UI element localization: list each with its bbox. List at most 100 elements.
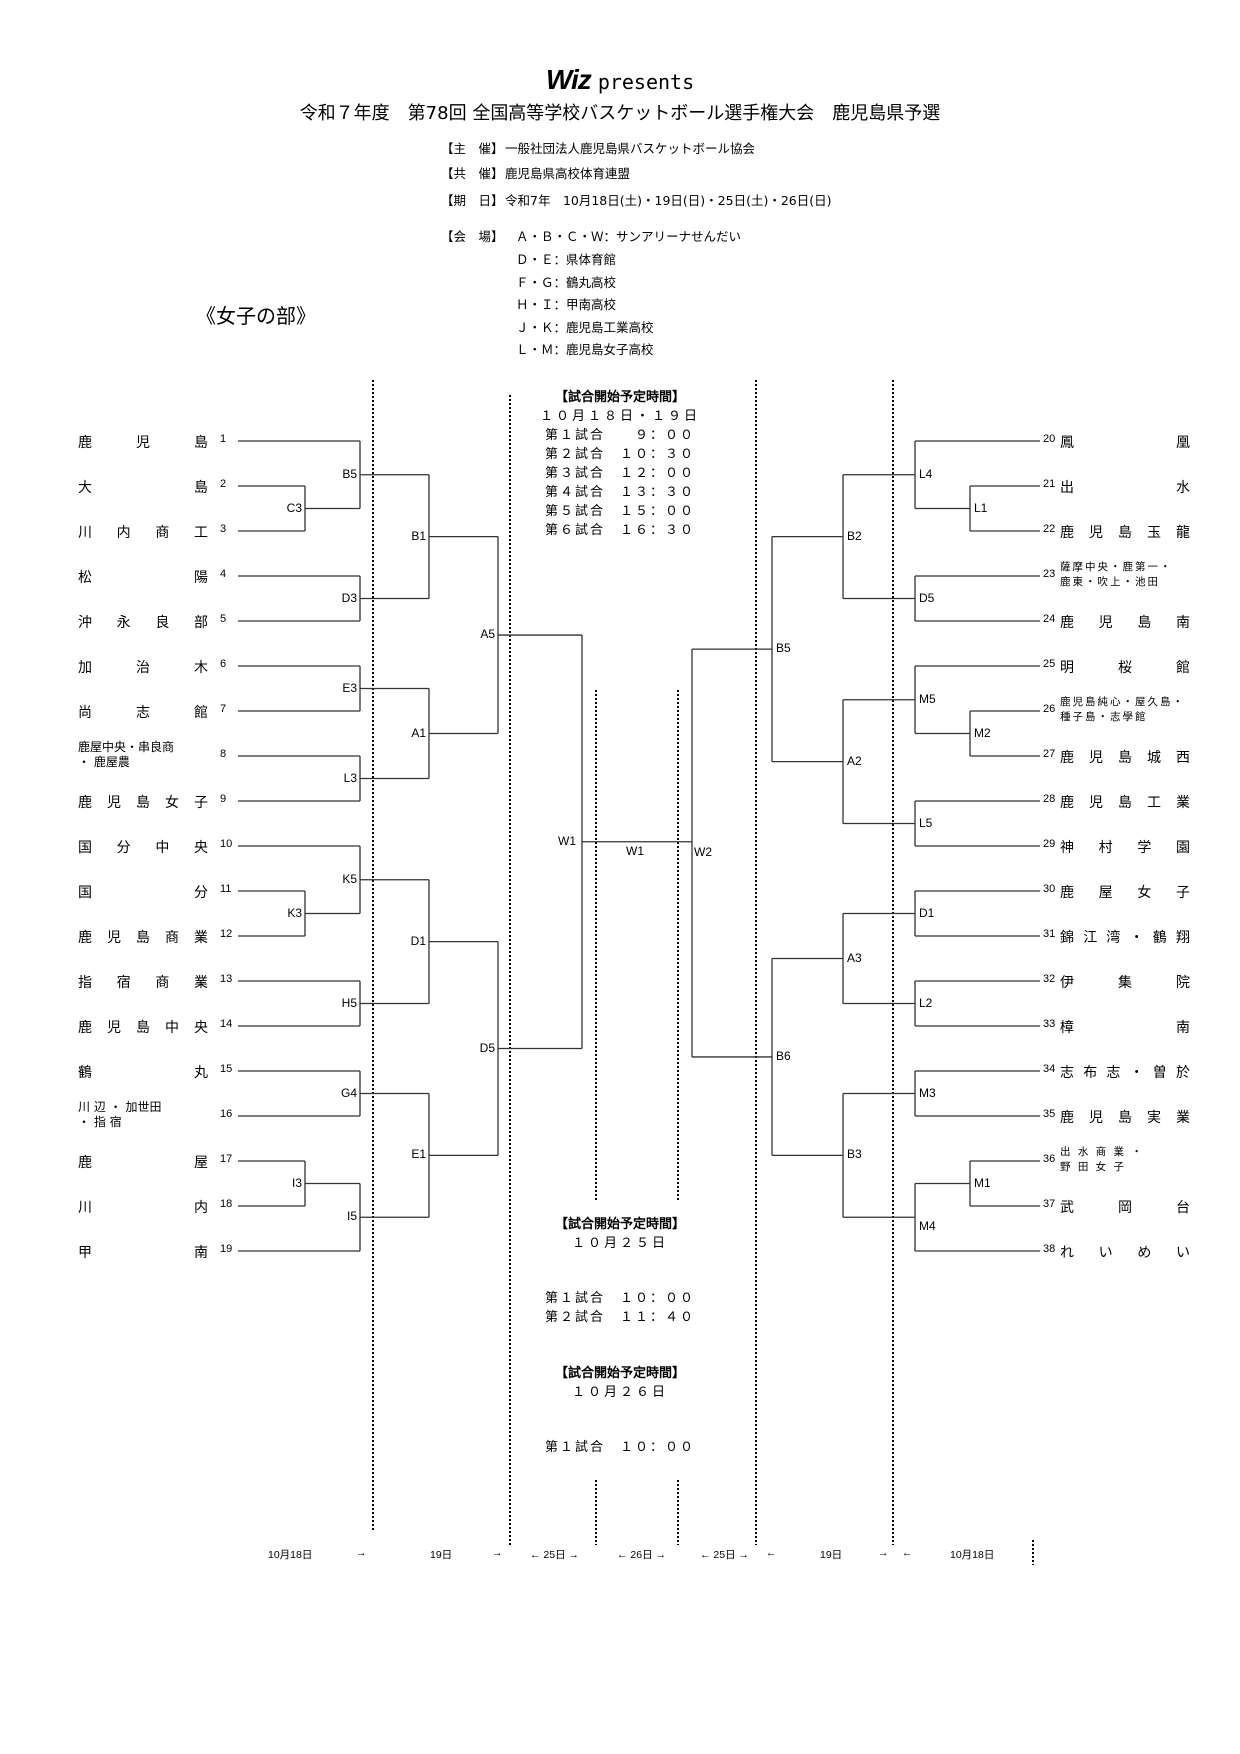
info-value: 令和7年 10月18日(土)・19日(日)・25日(土)・26日(日) xyxy=(505,193,832,208)
team-name: 川 辺 ・ 加世田・ 指 宿 xyxy=(78,1100,208,1130)
team-name-char: 国 xyxy=(78,885,92,901)
team-name-char: 鹿 xyxy=(78,1155,92,1171)
team-name-char: 大 xyxy=(78,480,92,496)
team-name-char: 集 xyxy=(1118,975,1132,991)
team-name-char: 業 xyxy=(194,930,208,946)
team-name-char: 児 xyxy=(1098,615,1113,631)
team-name-char: 鳳 xyxy=(1060,435,1074,451)
schedule-date: １０月２５日 xyxy=(571,1236,668,1251)
footer-day-label: ← 25日 → xyxy=(700,1549,750,1561)
team-seed: 25 xyxy=(1043,658,1056,670)
brand-presents: presents xyxy=(597,70,695,94)
team-name-char: い xyxy=(1098,1245,1113,1261)
info-venues: 【会 場】 xyxy=(441,226,505,245)
schedule-game: 第１試合 xyxy=(544,1440,605,1455)
team-name-char: 南 xyxy=(1176,1020,1190,1036)
team-seed: 10 xyxy=(220,838,233,850)
team-name-char: 屋 xyxy=(194,1155,208,1171)
footer-day-label: → xyxy=(356,1547,367,1559)
schedule-time: １１：４０ xyxy=(605,1310,696,1325)
team-name-char: ・ xyxy=(1129,930,1144,946)
match-label-m5: M5 xyxy=(919,691,936,706)
match-label-b5l: B5 xyxy=(342,466,357,481)
team-name-char: 島 xyxy=(136,930,150,946)
info-key: 【会 場】 xyxy=(441,229,504,244)
team-seed: 34 xyxy=(1043,1063,1056,1075)
team-name-char: 於 xyxy=(1175,1065,1190,1081)
team-name-char: 鹿 xyxy=(1060,885,1074,901)
schedule-time: １３：３０ xyxy=(605,485,696,500)
schedule-row: 第２試合 １１：４０ xyxy=(540,1306,700,1325)
team-name: 神村学園 xyxy=(1060,837,1190,857)
team-name-char: 翔 xyxy=(1175,930,1190,946)
team-name-char: れ xyxy=(1060,1245,1074,1261)
team-name: 尚志館 xyxy=(78,702,208,722)
footer-day-label: ← xyxy=(766,1547,777,1559)
team-name-char: 鹿 xyxy=(1060,795,1074,811)
schedule-time: １０：００ xyxy=(605,1291,696,1306)
team-name-char: 宿 xyxy=(116,975,131,991)
schedule-time: １２：００ xyxy=(605,466,696,481)
team-name: 鳳凰 xyxy=(1060,432,1190,452)
team-name-char: 甲 xyxy=(78,1245,92,1261)
footer-day-label: 10月18日 xyxy=(268,1549,313,1561)
team-seed: 12 xyxy=(220,928,233,940)
match-label-d5l: D5 xyxy=(479,1040,495,1055)
team-name-char: 島 xyxy=(136,1020,150,1036)
team-name: 鶴丸 xyxy=(78,1062,208,1082)
team-seed: 35 xyxy=(1043,1108,1056,1120)
footer-day-label: ← 26日 → xyxy=(617,1549,667,1561)
schedule-game: 第２試合 xyxy=(544,1310,605,1325)
schedule-header: 【試合開始予定時間】 xyxy=(554,1366,685,1381)
schedule-row: 第６試合 １６：３０ xyxy=(540,519,700,538)
team-name: 伊集院 xyxy=(1060,972,1190,992)
team-name: 鹿屋 xyxy=(78,1152,208,1172)
team-seed: 33 xyxy=(1043,1018,1056,1030)
team-seed: 26 xyxy=(1043,703,1056,715)
brand-logo: Wiz xyxy=(545,64,592,95)
team-name: 鹿児島商業 xyxy=(78,927,208,947)
team-name-char: 伊 xyxy=(1060,975,1074,991)
team-name-char: 鹿 xyxy=(1060,1110,1074,1126)
match-label-b2: B2 xyxy=(847,528,862,543)
footer-day-label: 10月18日 xyxy=(950,1549,995,1561)
team-name-char: 島 xyxy=(194,480,208,496)
team-name-char: 女 xyxy=(1137,885,1152,901)
team-name-char: め xyxy=(1137,1245,1152,1261)
division-label: 《女子の部》 xyxy=(196,304,316,328)
team-name: 国分中央 xyxy=(78,837,208,857)
team-name-char: 武 xyxy=(1060,1200,1074,1216)
team-name: 志布志・曽於 xyxy=(1060,1062,1190,1082)
team-name-char: 尚 xyxy=(78,705,92,721)
team-seed: 16 xyxy=(220,1108,233,1120)
team-name-char: 鹿 xyxy=(1060,525,1074,541)
team-seed: 13 xyxy=(220,973,233,985)
team-name: れいめい xyxy=(1060,1242,1190,1262)
team-name-char: 鹿 xyxy=(1060,615,1074,631)
team-name-char: 中 xyxy=(155,840,170,856)
team-name-char: 岡 xyxy=(1118,1200,1132,1216)
team-seed: 2 xyxy=(220,478,227,490)
team-name-char: い xyxy=(1175,1245,1190,1261)
brand-line: Wiz presents xyxy=(0,64,1240,96)
team-name-char: 志 xyxy=(1060,1065,1074,1081)
team-name-char: 児 xyxy=(1089,525,1103,541)
schedule-game: 第５試合 xyxy=(544,504,605,519)
match-label-l5: L5 xyxy=(919,815,933,830)
team-name-char: 国 xyxy=(78,840,92,856)
team-name-char: 央 xyxy=(194,1020,208,1036)
team-name-char: 出 xyxy=(1060,480,1074,496)
team-name-char: 島 xyxy=(1118,1110,1132,1126)
team-name-line: 鹿屋中央・串良商 xyxy=(78,740,175,754)
team-name-char: 西 xyxy=(1176,750,1190,766)
footer-day-label: ← xyxy=(902,1547,913,1559)
schedule-row: 第２試合 １０：３０ xyxy=(540,443,700,462)
team-name-char: 内 xyxy=(116,525,131,541)
team-name-char: 神 xyxy=(1060,840,1074,856)
team-name-char: 桜 xyxy=(1118,660,1132,676)
team-name-char: 工 xyxy=(193,525,208,541)
schedule-game: 第４試合 xyxy=(544,485,605,500)
